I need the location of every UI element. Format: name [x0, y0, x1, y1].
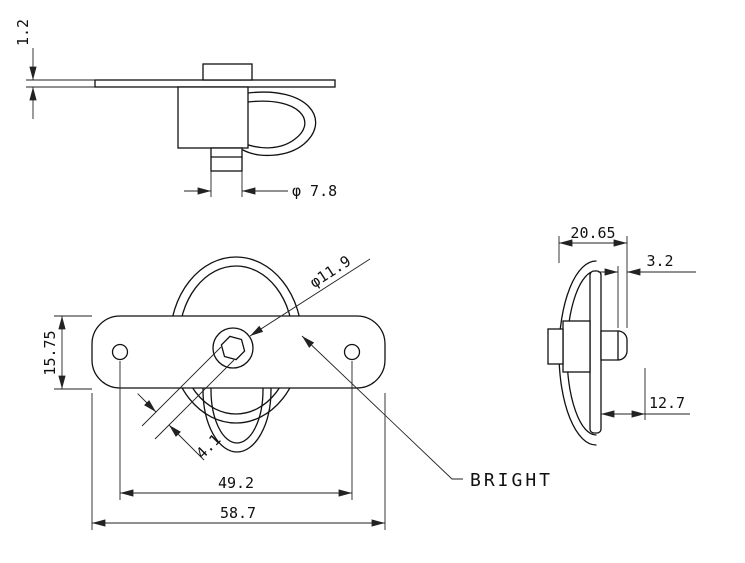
dim-hole-spacing: 49.2 [119, 361, 353, 500]
center-hex [220, 335, 246, 361]
dim-label-plate-height: 15.75 [41, 330, 59, 375]
mounting-hole-right [343, 343, 361, 361]
dim-label-hole-spacing: 49.2 [218, 474, 254, 492]
dim-label-overall-length: 58.7 [220, 504, 256, 522]
finish-callout: BRIGHT [301, 335, 553, 491]
mounting-hole-left [111, 343, 129, 361]
dim-stud-projection: 12.7 [601, 368, 690, 420]
top-view: 1.2 φ 7.8 [14, 19, 337, 200]
body-block [177, 86, 249, 149]
stud-side [600, 330, 628, 361]
stem-block [210, 147, 243, 172]
dim-stem-diameter: φ 7.8 [184, 171, 337, 200]
stem-side [547, 328, 564, 365]
dim-label-flange-thickness: 1.2 [14, 19, 32, 46]
flange-plate [94, 79, 336, 88]
dim-label-hex-width: 4.1 [193, 431, 225, 463]
side-view: 20.65 3.2 12.7 [547, 224, 696, 446]
dim-label-boss-diameter: φ11.9 [306, 252, 354, 292]
dim-label-stem-diameter: φ 7.8 [292, 182, 337, 200]
loop-wire-top-view-inner [242, 100, 306, 149]
center-boss-circle [212, 327, 254, 369]
dim-plate-height: 15.75 [41, 315, 92, 390]
front-view: 15.75 φ11.9 4.1 49.2 58.7 [41, 252, 553, 530]
dim-cap-thickness: 3.2 [598, 252, 696, 328]
dim-label-cap-thickness: 3.2 [646, 252, 673, 270]
plate-edge [589, 270, 602, 434]
body-side [562, 320, 591, 373]
dim-overall-depth: 20.65 [558, 224, 628, 328]
cap-block [202, 63, 253, 81]
finish-leader-line [301, 335, 463, 480]
dim-label-overall-depth: 20.65 [570, 224, 615, 242]
dim-flange-thickness: 1.2 [14, 19, 95, 119]
loop-wire-top-view [242, 91, 317, 157]
finish-label: BRIGHT [470, 470, 553, 491]
dim-overall-length: 58.7 [91, 393, 386, 530]
dim-label-stud-projection: 12.7 [649, 394, 685, 412]
